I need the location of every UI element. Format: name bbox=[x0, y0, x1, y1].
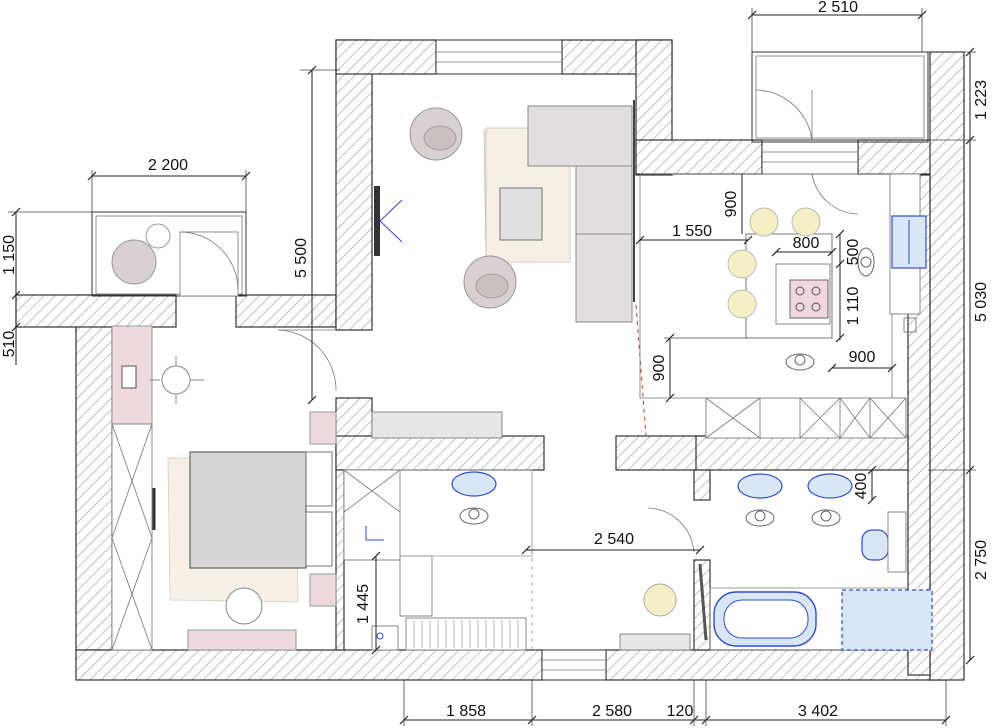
balcony-top-right bbox=[751, 51, 929, 143]
sofa-seat-2 bbox=[575, 233, 633, 323]
wall-right-outer bbox=[929, 51, 965, 681]
dim-bottom-120: 120 bbox=[667, 703, 694, 720]
washbasin-1 bbox=[451, 471, 497, 497]
kitchen-opening bbox=[635, 304, 647, 437]
window-bottom bbox=[541, 649, 607, 681]
bedroom-chair bbox=[225, 587, 263, 625]
wall-bottom-right bbox=[605, 649, 947, 681]
wall-kitchen-bottom-right bbox=[695, 435, 909, 471]
dim-island-500: 500 bbox=[845, 239, 862, 266]
bedroom bbox=[111, 223, 337, 651]
balcony-chair bbox=[111, 239, 157, 285]
dimension-lines bbox=[8, 8, 976, 726]
wall-living-top-left bbox=[335, 39, 437, 75]
dim-right-1223: 1 223 bbox=[973, 80, 990, 120]
balcony-table bbox=[145, 223, 171, 249]
dim-top-width: 2 510 bbox=[818, 0, 858, 16]
dim-kitchen-900-left: 900 bbox=[651, 355, 668, 382]
dim-right-2750: 2 750 bbox=[973, 540, 990, 580]
tv bbox=[374, 186, 380, 256]
dim-island-1110: 1 110 bbox=[845, 286, 862, 325]
dim-balcony-width: 2 200 bbox=[148, 157, 188, 174]
window-living bbox=[435, 39, 563, 75]
person-kitchen bbox=[785, 353, 815, 371]
dim-bath-400: 400 bbox=[853, 473, 870, 500]
window-kitchen bbox=[761, 139, 859, 175]
wall-bath2-stub bbox=[693, 469, 711, 501]
wall-balcony-base-left bbox=[15, 294, 177, 328]
dim-corridor-2540: 2 540 bbox=[594, 531, 634, 548]
pillow-top bbox=[305, 451, 333, 507]
dim-bottom-1858: 1 858 bbox=[446, 703, 486, 720]
hall bbox=[343, 411, 691, 651]
wall-bedroom-right bbox=[335, 469, 345, 651]
closet-1 bbox=[343, 469, 401, 561]
pillow-bottom bbox=[305, 511, 333, 567]
dim-bottom-3402: 3 402 bbox=[798, 703, 838, 720]
toilet bbox=[861, 529, 889, 561]
wall-balcony-base-right bbox=[235, 294, 337, 328]
wall-bottom-left bbox=[75, 649, 543, 681]
dimension-labels: 2 510 2 200 1 150 510 5 500 1 223 5 030 … bbox=[1, 0, 990, 720]
dim-right-5030: 5 030 bbox=[973, 282, 990, 322]
office-chair bbox=[150, 356, 204, 404]
shoe-rack bbox=[405, 617, 527, 651]
wall-kitchen-top-right bbox=[857, 139, 939, 175]
dim-living-depth: 5 500 bbox=[293, 238, 310, 278]
cooktop bbox=[789, 279, 829, 319]
dim-kitchen-1550: 1 550 bbox=[672, 223, 712, 240]
person-bath-1 bbox=[459, 507, 489, 525]
coffee-table bbox=[499, 187, 543, 241]
living-room bbox=[277, 100, 647, 437]
wall-left-outer bbox=[75, 294, 113, 651]
hall-shelf bbox=[371, 411, 503, 439]
bathroom-1 bbox=[399, 469, 533, 557]
dim-closet-1445: 1 445 bbox=[355, 584, 372, 624]
bar-stools bbox=[727, 207, 821, 319]
washbasin-3 bbox=[807, 473, 853, 499]
dim-balcony-depth: 1 150 bbox=[1, 235, 18, 275]
shower bbox=[841, 589, 933, 651]
armchair-top bbox=[409, 107, 463, 161]
nightstand-bottom bbox=[309, 573, 337, 607]
dim-wall-510: 510 bbox=[1, 331, 18, 358]
round-stool bbox=[643, 583, 677, 617]
dim-island-800: 800 bbox=[793, 235, 820, 252]
sofa-back bbox=[527, 105, 633, 167]
cabinets-bottom bbox=[705, 397, 907, 439]
armchair-bottom bbox=[463, 255, 517, 309]
bathroom-2 bbox=[647, 473, 933, 651]
dim-kitchen-900-top: 900 bbox=[723, 191, 740, 218]
person-bath-2 bbox=[745, 509, 841, 527]
dim-kitchen-900-right: 900 bbox=[849, 349, 876, 366]
wall-bath-top bbox=[335, 435, 545, 471]
washbasin-2 bbox=[737, 473, 783, 499]
wall-kitchen-top-left bbox=[635, 139, 763, 175]
bed bbox=[189, 451, 307, 569]
wardrobe bbox=[111, 423, 153, 651]
nightstand-top bbox=[309, 411, 337, 445]
wall-kitchen-bottom-left bbox=[615, 435, 707, 471]
windows bbox=[435, 39, 859, 681]
hall-bench bbox=[619, 633, 691, 651]
walls bbox=[15, 39, 965, 681]
dresser bbox=[187, 629, 297, 651]
balcony-left bbox=[91, 211, 247, 297]
kitchen bbox=[639, 173, 927, 439]
sofa-seat-1 bbox=[575, 165, 633, 235]
person-kitchen-2 bbox=[857, 247, 875, 277]
laptop-icon bbox=[121, 365, 137, 389]
dim-bottom-2580: 2 580 bbox=[592, 703, 632, 720]
wall-living-left bbox=[335, 39, 373, 331]
